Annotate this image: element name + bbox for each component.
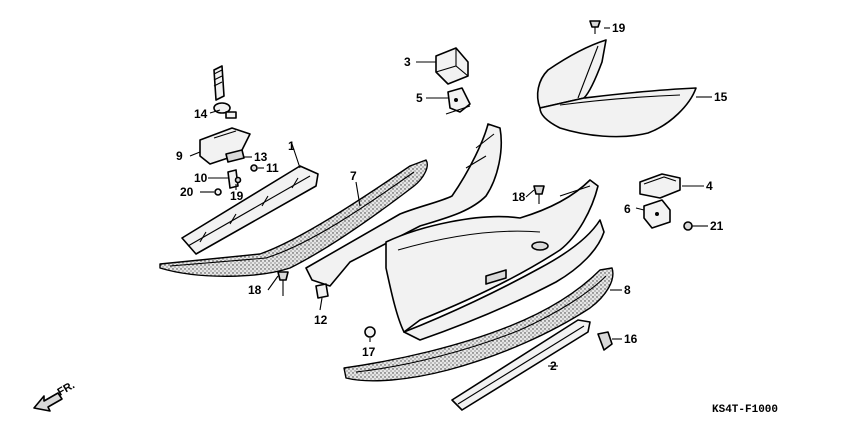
part-1-side-rail — [181, 165, 319, 255]
callout-16: 16 — [624, 332, 638, 346]
part-2-side-rail — [451, 319, 591, 411]
diagram-code: KS4T-F1000 — [712, 404, 778, 416]
callout-19-top: 19 — [612, 21, 626, 35]
part-7-left-floor-step — [159, 159, 428, 277]
part-21-bolt — [683, 221, 693, 231]
part-10-latch — [227, 169, 239, 189]
part-13-clip — [225, 149, 245, 163]
part-17-plug — [364, 326, 376, 338]
callout-12: 12 — [314, 313, 328, 327]
part-18-bolt-left — [277, 271, 289, 296]
part-19-screw-left — [234, 176, 242, 184]
part-8-right-floor-step — [343, 267, 614, 382]
callout-labels: 19 3 5 15 14 1 9 13 11 10 20 19 7 4 18 6… — [176, 21, 728, 373]
callout-10: 10 — [194, 171, 208, 185]
callout-11: 11 — [266, 161, 279, 175]
callout-21: 21 — [710, 219, 724, 233]
callout-9: 9 — [176, 149, 183, 163]
callout-18-center: 18 — [512, 190, 526, 204]
callout-3: 3 — [404, 55, 411, 69]
part-4-grommet — [639, 173, 681, 199]
direction-label: FR. — [56, 379, 77, 398]
callout-18-left: 18 — [248, 283, 262, 297]
callout-7: 7 — [350, 169, 357, 183]
callout-1: 1 — [288, 139, 295, 153]
callout-4: 4 — [706, 179, 713, 193]
callout-20: 20 — [180, 185, 194, 199]
callout-17: 17 — [362, 345, 376, 359]
callout-19-left: 19 — [230, 189, 244, 203]
part-11-screw — [250, 164, 258, 172]
callout-6: 6 — [624, 202, 631, 216]
callout-2: 2 — [550, 359, 557, 373]
part-15-front-cover — [536, 39, 697, 138]
leader-lines — [189, 27, 712, 367]
callout-5: 5 — [416, 91, 423, 105]
part-14-key-lock — [213, 65, 237, 119]
part-6-bracket — [643, 199, 671, 229]
part-16-grommet — [597, 331, 613, 351]
callout-15: 15 — [714, 90, 728, 104]
callout-14: 14 — [194, 107, 208, 121]
callout-13: 13 — [254, 150, 268, 164]
part-3-bracket — [435, 47, 469, 85]
floor-panel-center — [305, 123, 605, 341]
part-18-bolt-center — [533, 185, 545, 204]
callout-8: 8 — [624, 283, 631, 297]
part-20-washer — [214, 188, 222, 196]
part-12-clip — [315, 283, 329, 299]
part-19-screw-top — [589, 20, 601, 34]
front-direction-arrow: FR. — [33, 379, 77, 412]
arrow-icon — [33, 392, 63, 412]
part-5-bracket — [445, 87, 471, 115]
